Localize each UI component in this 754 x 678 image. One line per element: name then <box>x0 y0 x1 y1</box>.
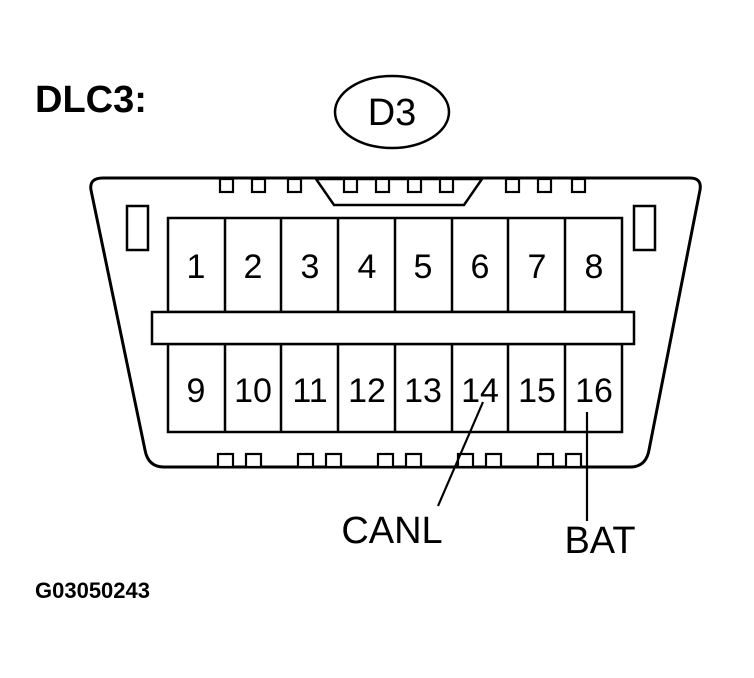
pin-row-top: 1 2 3 4 5 6 7 8 <box>166 216 624 314</box>
connector-notch <box>504 177 521 194</box>
connector-notch <box>536 177 553 194</box>
pin-row-bottom: 9 10 11 12 13 14 15 16 <box>166 342 624 434</box>
connector-notch <box>536 452 555 469</box>
right-mount-slot <box>632 204 657 252</box>
canl-leader-line <box>436 401 485 507</box>
left-mount-slot <box>125 204 150 252</box>
connector-notch <box>218 177 235 194</box>
diagram-title: DLC3: <box>35 79 147 121</box>
figure-id: G03050243 <box>35 578 150 603</box>
pin-number: 3 <box>301 248 320 286</box>
connector-id-label: D3 <box>368 92 417 134</box>
connector-notch <box>296 452 315 469</box>
pin-number: 16 <box>575 372 613 410</box>
connector-key-tab <box>313 177 485 207</box>
pin-number: 6 <box>471 248 490 286</box>
connector-notch <box>286 177 303 194</box>
pin-number: 9 <box>187 372 206 410</box>
pin-number: 4 <box>358 248 377 286</box>
connector-notch <box>406 177 423 194</box>
pin-number: 2 <box>244 248 263 286</box>
connector-notch <box>376 452 395 469</box>
connector-notch <box>324 452 343 469</box>
connector-notch <box>250 177 267 194</box>
connector-id-ellipse <box>333 74 451 150</box>
pin-number: 12 <box>348 372 386 410</box>
connector-notch <box>438 177 455 194</box>
connector-id-badge: D3 <box>333 74 451 150</box>
pin-number: 5 <box>414 248 433 286</box>
pin-number: 7 <box>528 248 547 286</box>
connector-notch <box>244 452 263 469</box>
connector-notch <box>374 177 391 194</box>
connector-notch <box>342 177 359 194</box>
connector-notch <box>216 452 235 469</box>
pin-number: 8 <box>585 248 604 286</box>
pin-number: 15 <box>518 372 556 410</box>
connector-notch <box>570 177 587 194</box>
pin-number: 10 <box>234 372 272 410</box>
pin-number: 1 <box>187 248 206 286</box>
pin-number: 14 <box>461 372 499 410</box>
connector-center-bar <box>150 310 636 346</box>
connector-notch <box>404 452 423 469</box>
connector-notch <box>564 452 583 469</box>
connector-notch <box>484 452 503 469</box>
canl-label: CANL <box>341 510 442 552</box>
pin-number: 13 <box>404 372 442 410</box>
bat-label: BAT <box>564 520 635 562</box>
pin-number: 11 <box>292 372 327 410</box>
